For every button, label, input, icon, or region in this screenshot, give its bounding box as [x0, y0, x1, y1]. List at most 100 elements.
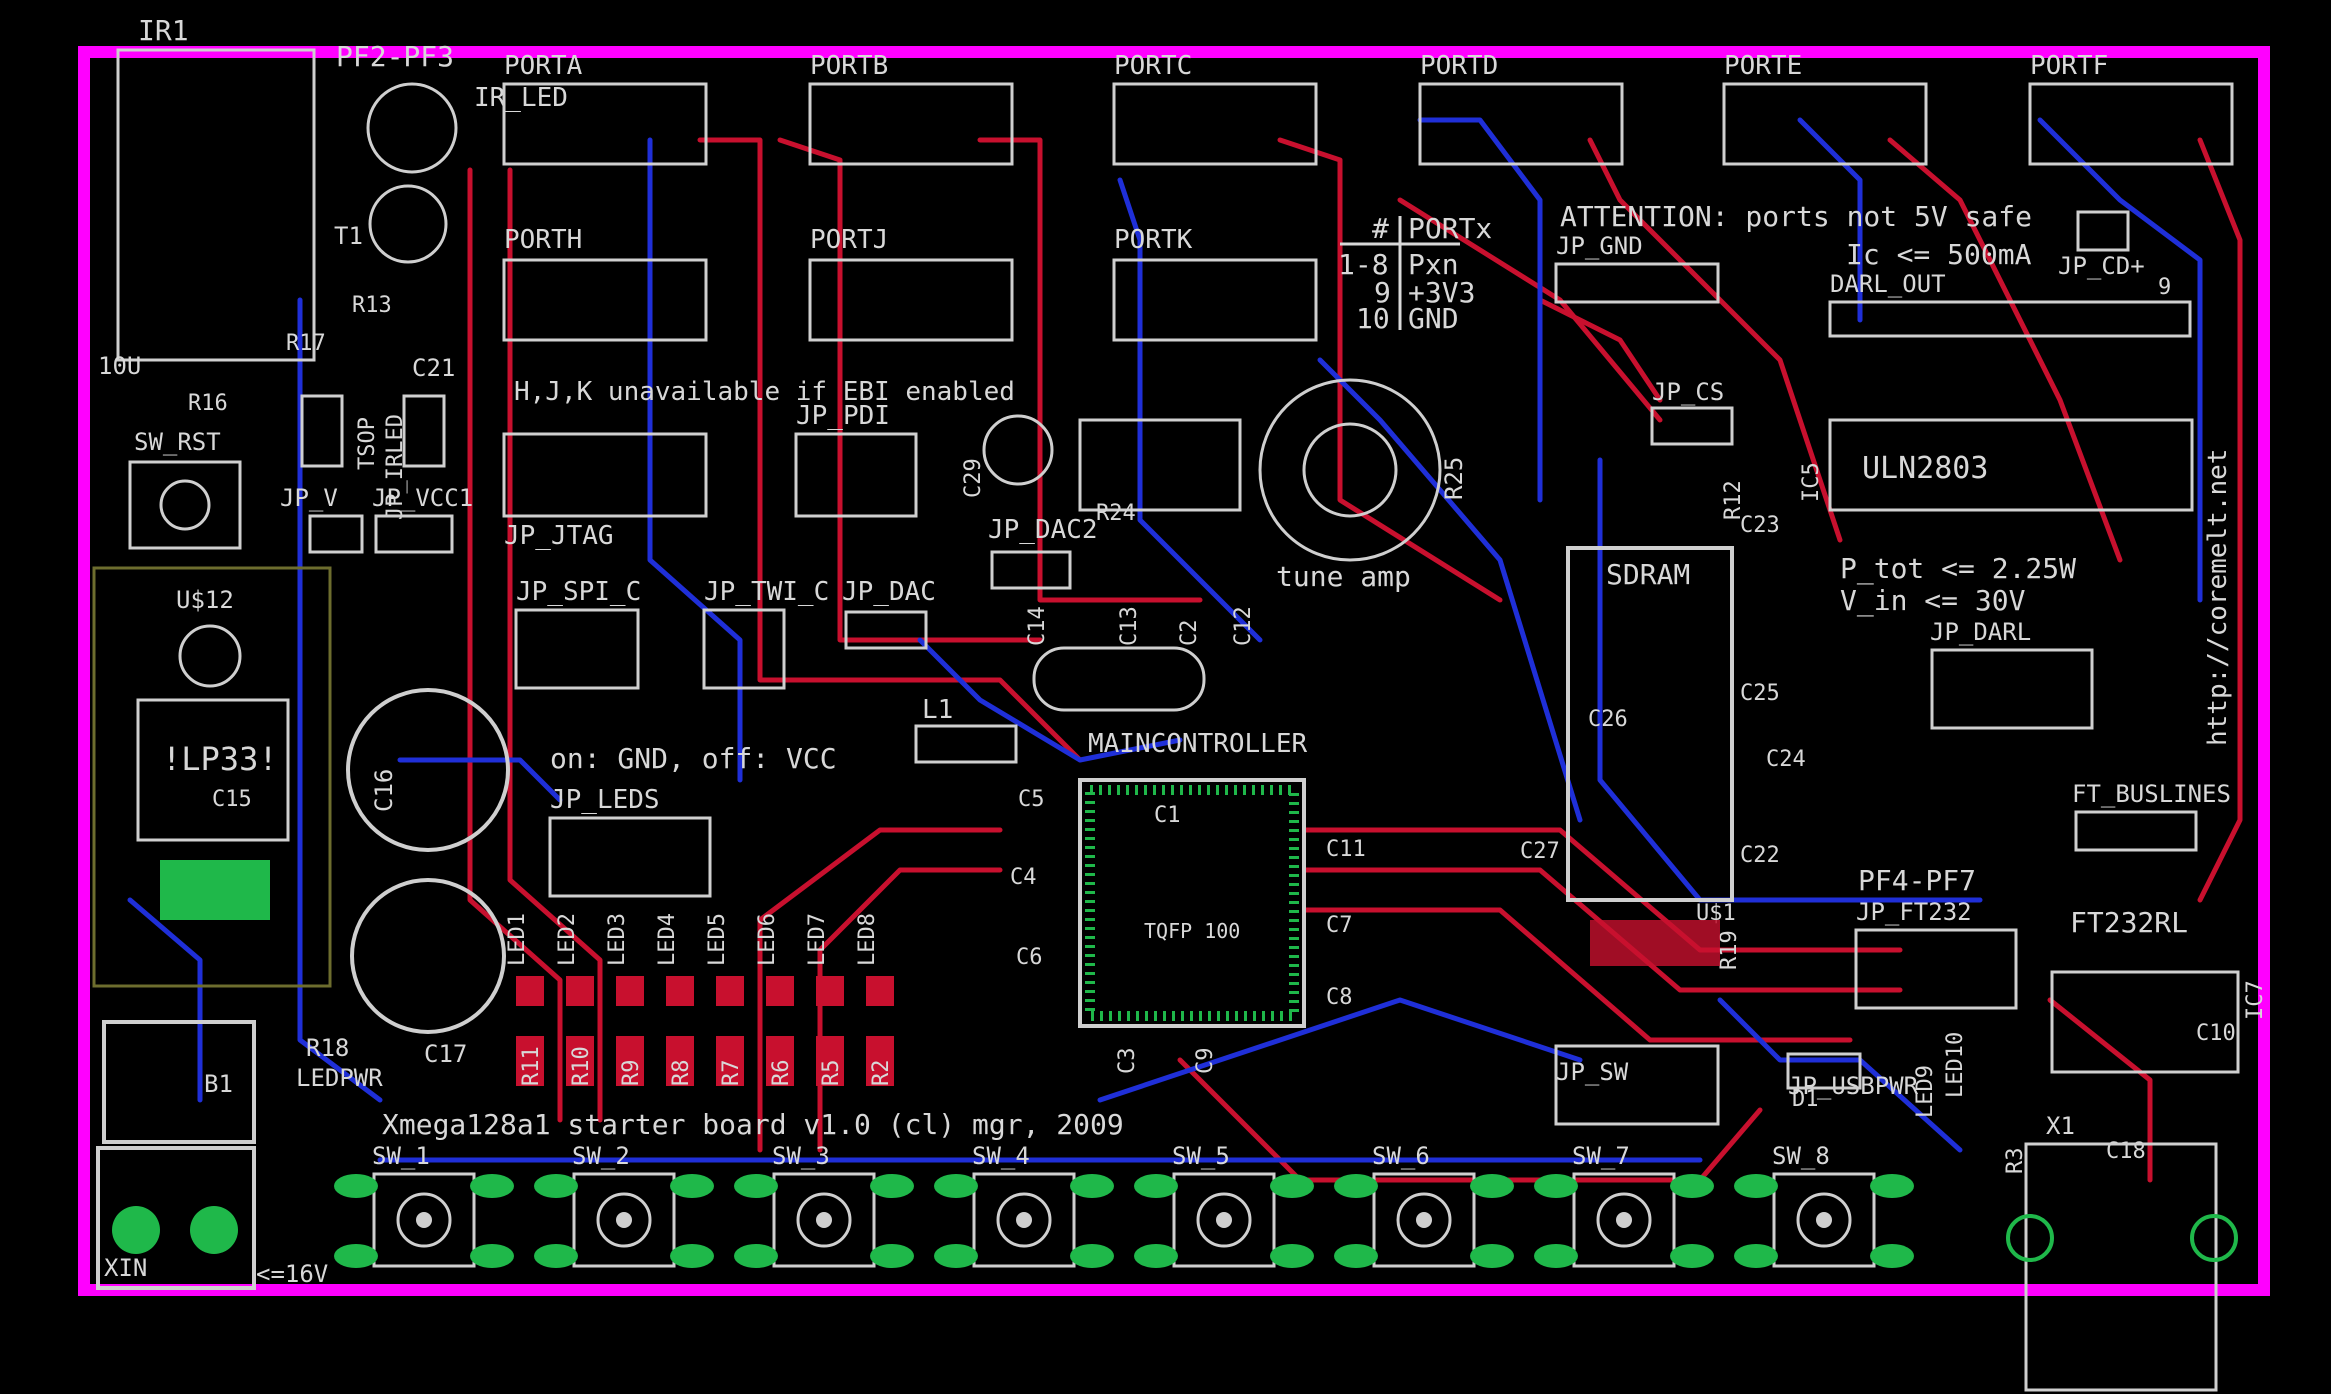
porth-header[interactable]	[502, 258, 708, 342]
switch-pad	[1270, 1174, 1314, 1198]
portc-header[interactable]	[1112, 82, 1318, 166]
legend-hash: #	[1372, 212, 1389, 245]
jp-jtag-header[interactable]	[502, 432, 708, 518]
jp-dac2-header[interactable]	[990, 550, 1072, 590]
switch-cap[interactable]	[1396, 1192, 1452, 1248]
cap-10u-label: 10U	[98, 352, 141, 380]
switch-3[interactable]	[772, 1172, 876, 1268]
switch-pad	[934, 1244, 978, 1268]
vin-note: V_in <= 30V	[1840, 584, 2026, 618]
switch-4[interactable]	[972, 1172, 1076, 1268]
tune-amp-potentiometer[interactable]	[1258, 378, 1442, 562]
copper-traces	[127, 117, 2243, 1183]
porte-header[interactable]	[1722, 82, 1928, 166]
portj-label: PORTJ	[810, 225, 888, 255]
jp-cd-jumper[interactable]	[2076, 210, 2130, 252]
switch-pad	[1134, 1174, 1178, 1198]
port-legend: # PORTx 1-8 Pxn 9 +3V3 10 GND	[1338, 212, 1492, 335]
switch-1[interactable]	[372, 1172, 476, 1268]
porta-label: PORTA	[504, 51, 583, 81]
switch-cap[interactable]	[396, 1192, 452, 1248]
jp-usbpwr-jumper[interactable]	[1786, 1052, 1862, 1090]
jp-gnd-header[interactable]	[1554, 262, 1720, 304]
resistor-7	[816, 1036, 844, 1086]
tsop-label: TSOP	[355, 417, 380, 470]
ft-buslines-header[interactable]	[2074, 810, 2198, 852]
xin-label: XIN	[104, 1254, 147, 1282]
portf-header[interactable]	[2028, 82, 2234, 166]
portk-header[interactable]	[1112, 258, 1318, 342]
jp-pdi-header[interactable]	[794, 432, 918, 518]
switch-cap[interactable]	[1796, 1192, 1852, 1248]
resistor-8	[866, 1036, 894, 1086]
jp-vcc-jumper[interactable]	[308, 514, 364, 554]
attention-note: ATTENTION: ports not 5V safe	[1560, 200, 2032, 233]
switch-pad	[1070, 1244, 1114, 1268]
c16-capacitor	[346, 688, 510, 852]
regulator-pins	[160, 860, 270, 920]
sdram-label: SDRAM	[1606, 558, 1690, 591]
switch-cap[interactable]	[796, 1192, 852, 1248]
switch-label: SW_3	[772, 1142, 830, 1170]
tune-amp-knob[interactable]	[1302, 422, 1398, 518]
legend-row2-b: +3V3	[1408, 276, 1475, 309]
jp-leds-label: JP_LEDS	[550, 785, 660, 815]
portd-label: PORTD	[1420, 51, 1498, 81]
c29-capacitor	[982, 414, 1054, 486]
leds-group: LED1R11LED2R10LED3R9LED4R8LED5R7LED6R6LE…	[505, 913, 894, 1086]
tqfp-label: TQFP 100	[1144, 919, 1240, 943]
jp-vcc1-jumper[interactable]	[374, 514, 454, 554]
led-label: LED1	[505, 913, 530, 966]
led-1	[516, 976, 544, 1006]
portj-header[interactable]	[808, 258, 1014, 342]
main-controller-label: MAINCONTROLLER	[1088, 729, 1307, 759]
led10-label: LED10	[1943, 1032, 1968, 1098]
jp-dac-header[interactable]	[844, 610, 928, 650]
porte-label: PORTE	[1724, 51, 1802, 81]
c14-label: C14	[1025, 606, 1050, 646]
jp-twi-c-header[interactable]	[702, 608, 786, 690]
porth-label: PORTH	[504, 225, 582, 255]
resistor-4	[666, 1036, 694, 1086]
tsop-jumper[interactable]	[300, 394, 344, 468]
resistor-label: R6	[769, 1060, 794, 1087]
jp-spi-c-header[interactable]	[514, 608, 640, 690]
switch-8[interactable]	[1772, 1172, 1876, 1268]
portd-header[interactable]	[1418, 82, 1624, 166]
sw-rst-button[interactable]	[128, 460, 242, 550]
switch-center	[416, 1212, 432, 1228]
xin-terminal-2[interactable]	[190, 1206, 238, 1254]
jp-leds-header[interactable]	[548, 816, 712, 898]
legend-row3-a: 10	[1356, 302, 1390, 335]
xin-connector[interactable]	[96, 1146, 256, 1290]
switch-5[interactable]	[1172, 1172, 1276, 1268]
switch-6[interactable]	[1372, 1172, 1476, 1268]
b1-label: B1	[204, 1070, 233, 1098]
switch-label: SW_6	[1372, 1142, 1430, 1170]
jp-cs-jumper[interactable]	[1650, 406, 1734, 446]
switch-2[interactable]	[572, 1172, 676, 1268]
ir-led-label: IR_LED	[474, 83, 568, 113]
jp-irled-jumper[interactable]	[402, 394, 446, 468]
switch-7[interactable]	[1572, 1172, 1676, 1268]
switch-cap[interactable]	[1596, 1192, 1652, 1248]
jp-darl-header[interactable]	[1930, 648, 2094, 730]
porta-header[interactable]	[502, 82, 708, 166]
xin-voltage-note: <=16V	[256, 1260, 328, 1288]
xin-terminal-1[interactable]	[112, 1206, 160, 1254]
r18-label: R18	[306, 1034, 349, 1062]
r16-label: R16	[188, 391, 228, 416]
jp-cd-label: JP_CD+	[2058, 252, 2145, 280]
jp-sw-header[interactable]	[1554, 1044, 1720, 1126]
c27-label: C27	[1520, 839, 1560, 864]
switch-cap[interactable]	[996, 1192, 1052, 1248]
c17-label: C17	[424, 1040, 467, 1068]
switch-cap[interactable]	[1196, 1192, 1252, 1248]
darl-out-header[interactable]	[1828, 300, 2192, 338]
usb-connector[interactable]	[2024, 1142, 2218, 1392]
resistor-label: R10	[569, 1046, 594, 1086]
switch-pad	[1270, 1244, 1314, 1268]
switch-cap[interactable]	[596, 1192, 652, 1248]
portb-header[interactable]	[808, 82, 1014, 166]
jp-ft232-header[interactable]	[1854, 928, 2018, 1010]
